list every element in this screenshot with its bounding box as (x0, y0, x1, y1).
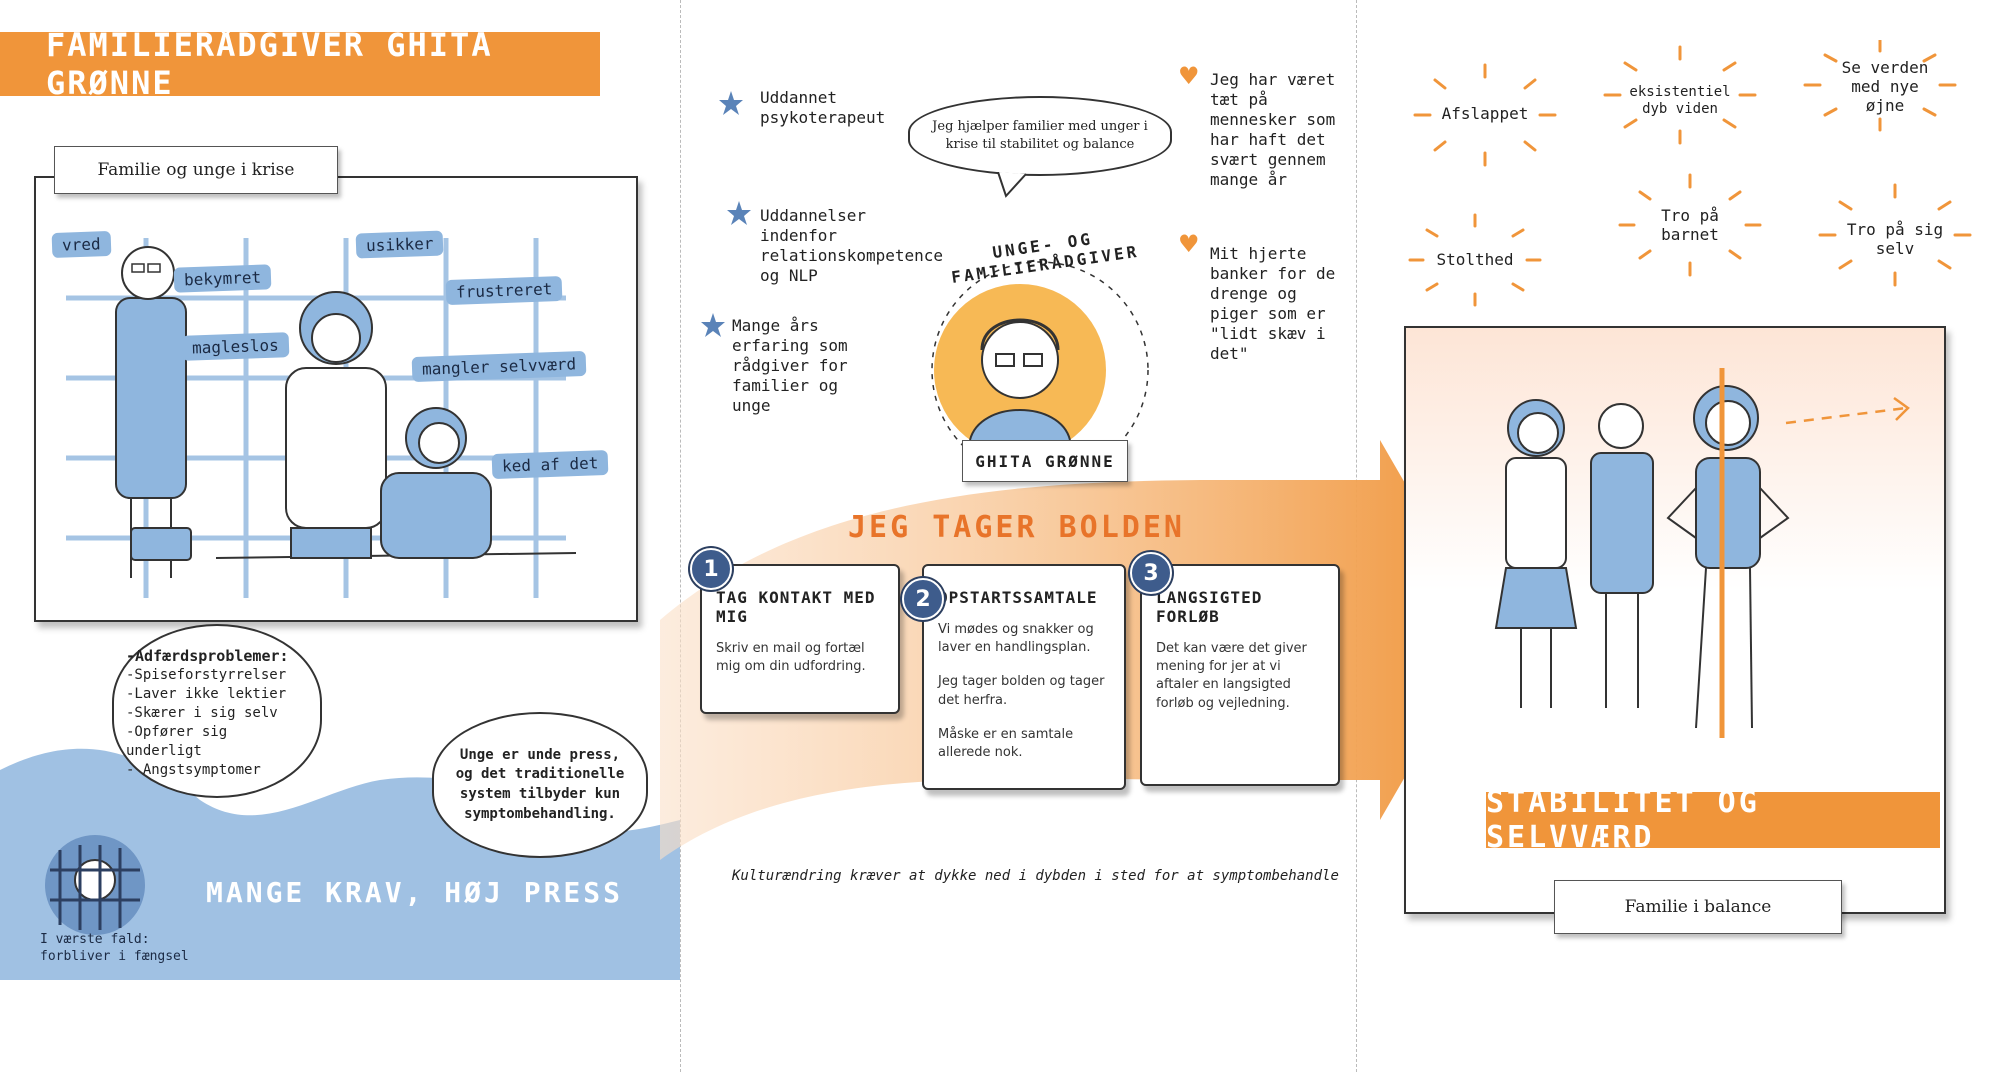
crisis-frame (34, 176, 638, 622)
step-text: Måske er en samtale allerede nok. (938, 726, 1074, 760)
separator-left (680, 0, 681, 1072)
behavior-item: -Skærer i sig selv (126, 705, 278, 722)
jailed-girl-illustration (40, 830, 150, 940)
step-card-3: LANGSIGTED FORLØB Det kan være det giver… (1140, 564, 1340, 786)
step-number-badge: 3 (1130, 552, 1172, 594)
step-number-badge: 2 (902, 578, 944, 620)
father-figure (115, 246, 192, 578)
behavior-item: - Angstsymptomer (126, 761, 261, 778)
behavior-bubble: -Adfærdsproblemer: -Spiseforstyrrelser -… (112, 624, 322, 798)
feeling-label: Se verden med nye øjne (1841, 58, 1929, 116)
portrait-illustration (931, 261, 1149, 470)
speech-bubble: Jeg hjælper familier med unger i krise t… (908, 96, 1172, 176)
emotion-tag: frustreret (445, 275, 563, 306)
credential-item: Mange års erfaring som rådgiver for fami… (732, 316, 848, 415)
pressure-bubble: Unge er unde press, og det traditionelle… (432, 712, 648, 858)
pressure-banner: MANGE KRAV, HØJ PRESS (206, 876, 624, 909)
behavior-heading: -Adfærdsproblemer: (126, 647, 289, 665)
heart-item: Mit hjerte banker for de drenge og piger… (1210, 244, 1336, 363)
feeling-label: Tro på sig selv (1846, 220, 1944, 259)
name-tag: GHITA GRØNNE (962, 440, 1128, 482)
heart-item: Jeg har været tæt på mennesker som har h… (1210, 70, 1336, 189)
heart-icon: ♥ (1178, 230, 1200, 258)
stability-banner: STABILITET OG SELVVÆRD (1486, 785, 1940, 855)
behavior-item: -Laver ikke lektier (126, 686, 287, 703)
step-card-2: OPSTARTSSAMTALE Vi mødes og snakker og l… (922, 564, 1126, 790)
star-icon (718, 90, 744, 120)
emotion-tag: vred (51, 230, 111, 259)
heart-icon: ♥ (1178, 62, 1200, 90)
emotion-tag: bekymret (173, 264, 272, 293)
step-number-badge: 1 (690, 548, 732, 590)
step-title: TAG KONTAKT MED MIG (716, 588, 876, 626)
behavior-item: -Opfører sig underligt (126, 723, 228, 759)
step-text: Det kan være det giver mening for jer at… (1156, 641, 1307, 711)
prison-bars-illustration (66, 238, 577, 598)
arrow-title: JEG TAGER BOLDEN (848, 510, 1185, 545)
star-icon (700, 312, 726, 342)
girl-figure (380, 407, 492, 559)
worst-case-note: I værste fald: forbliver i fængsel (40, 932, 189, 964)
step-title: OPSTARTSSAMTALE (938, 588, 1098, 607)
sunburst-decorations (1408, 40, 1972, 307)
step-text: Jeg tager bolden og tager det herfra. (938, 674, 1105, 708)
behavior-item: -Spiseforstyrrelser (126, 667, 287, 684)
feeling-label: eksistentiel dyb viden (1629, 84, 1731, 117)
step-text: Skriv en mail og fortæl mig om din udfor… (716, 641, 866, 675)
balanced-family-illustration (1494, 368, 1910, 738)
step-card-1: TAG KONTAKT MED MIG Skriv en mail og for… (700, 564, 900, 714)
credential-item: Uddannet psykoterapeut (760, 88, 886, 127)
emotion-tag: usikker (355, 230, 444, 259)
step-text: Vi mødes og snakker og laver en handling… (938, 622, 1094, 656)
footer-note: Kulturændring kræver at dykke ned i dybd… (732, 868, 1339, 884)
feeling-label: Afslappet (1441, 104, 1529, 123)
feeling-label: Tro på barnet (1661, 206, 1719, 245)
page-title: FAMILIERÅDGIVER GHITA GRØNNE (0, 26, 600, 102)
credential-item: Uddannelser indenfor relationskompetence… (760, 206, 944, 285)
star-icon (726, 200, 752, 230)
mother-figure (285, 291, 387, 559)
speech-bubble-tail (997, 172, 1027, 198)
balance-frame-label: Familie i balance (1554, 880, 1842, 934)
crisis-frame-label: Familie og unge i krise (54, 146, 338, 194)
emotion-tag: magleslos (181, 332, 290, 361)
feeling-label: Stolthed (1436, 250, 1514, 269)
step-title: LANGSIGTED FORLØB (1156, 588, 1263, 626)
